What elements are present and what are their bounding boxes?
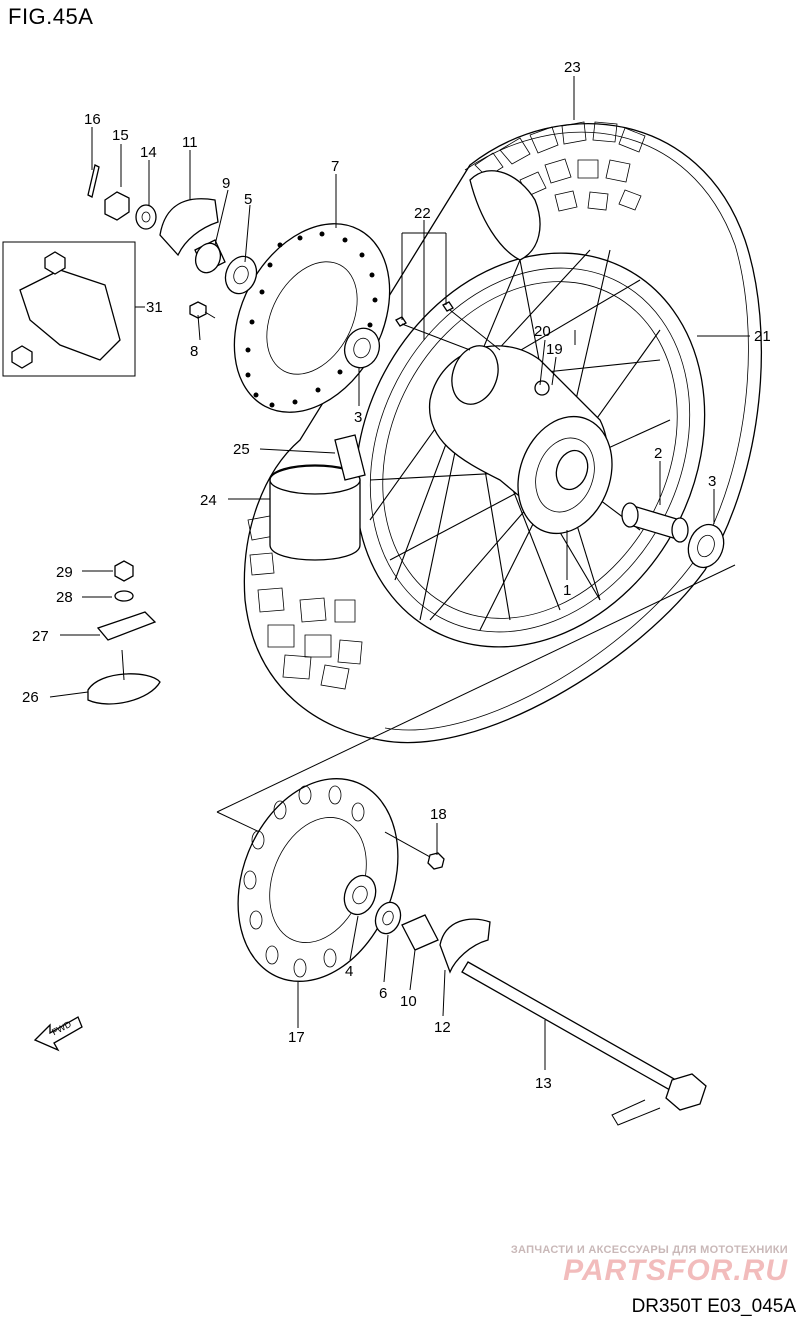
plate-27 — [96, 611, 157, 641]
callout-18: 18 — [430, 806, 447, 823]
wheel-bearing-upper — [343, 327, 381, 369]
callout-14: 14 — [140, 144, 157, 161]
wheel-bearing-right — [687, 523, 725, 569]
callout-24: 24 — [200, 492, 217, 509]
inner-tube — [269, 464, 361, 561]
callout-19: 19 — [546, 341, 563, 358]
bearing-5 — [224, 255, 258, 295]
washer-14 — [135, 204, 157, 230]
rim-lock-26 — [87, 649, 161, 705]
wheel-hub — [428, 345, 613, 535]
callout-7: 7 — [331, 158, 339, 175]
callout-17: 17 — [288, 1029, 305, 1046]
callout-numbers: 23 16 15 11 14 7 9 5 22 31 20 21 8 19 3 … — [22, 59, 771, 1092]
spacer-2 — [621, 502, 689, 543]
callout-28: 28 — [56, 589, 73, 606]
nut-6 — [374, 901, 402, 935]
callout-21: 21 — [754, 328, 771, 345]
rim-lock-sleeve — [334, 434, 366, 481]
callout-23: 23 — [564, 59, 581, 76]
callout-22: 22 — [414, 205, 431, 222]
callout-31: 31 — [146, 299, 163, 316]
fwd-arrow-icon: FWD — [33, 1016, 83, 1052]
watermark-logo: PARTSFOR.RU — [563, 1254, 788, 1287]
nut-15 — [104, 191, 130, 221]
callout-20: 20 — [534, 323, 551, 340]
callout-3-right: 3 — [708, 473, 716, 490]
figure-title: FIG.45A — [8, 4, 94, 29]
callout-16: 16 — [84, 111, 101, 128]
callout-25: 25 — [233, 441, 250, 458]
callout-2: 2 — [654, 445, 662, 462]
nut-29 — [114, 560, 134, 582]
callout-29: 29 — [56, 564, 73, 581]
callout-3-upper: 3 — [354, 409, 362, 426]
rim-band — [469, 170, 541, 261]
cotter-pin-16 — [87, 164, 100, 198]
callout-26: 26 — [22, 689, 39, 706]
disc-guard-31 — [2, 241, 136, 377]
bearing-4 — [343, 874, 377, 916]
watermark-tagline: ЗАПЧАСТИ И АКСЕССУАРЫ ДЛЯ МОТОТЕХНИКИ — [510, 1244, 788, 1256]
callout-8: 8 — [190, 343, 198, 360]
chain-adjuster-12 — [439, 918, 491, 974]
callout-11: 11 — [182, 134, 198, 151]
callout-6: 6 — [379, 985, 387, 1002]
washer-28 — [114, 590, 134, 602]
callout-10: 10 — [400, 993, 417, 1010]
spacer-10 — [401, 914, 439, 951]
callout-12: 12 — [434, 1019, 451, 1036]
sprocket-17 — [237, 778, 399, 982]
spoke-22 — [395, 301, 501, 351]
callout-5: 5 — [244, 191, 252, 208]
callout-27: 27 — [32, 628, 49, 645]
leader-lines — [49, 76, 750, 1070]
callout-4: 4 — [345, 963, 353, 980]
watermark: ЗАПЧАСТИ И АКСЕССУАРЫ ДЛЯ МОТОТЕХНИКИ PA… — [488, 1244, 788, 1288]
bolt-8 — [189, 301, 216, 319]
callout-1: 1 — [563, 582, 571, 599]
bolt-18 — [384, 831, 445, 870]
callout-15: 15 — [112, 127, 129, 144]
spacer-9 — [194, 239, 226, 274]
callout-13: 13 — [535, 1075, 552, 1092]
figure-code: DR350T E03_045A — [631, 1296, 796, 1317]
lock-plate-11 — [159, 198, 219, 257]
callout-9: 9 — [222, 175, 230, 192]
axle-13 — [461, 961, 707, 1126]
